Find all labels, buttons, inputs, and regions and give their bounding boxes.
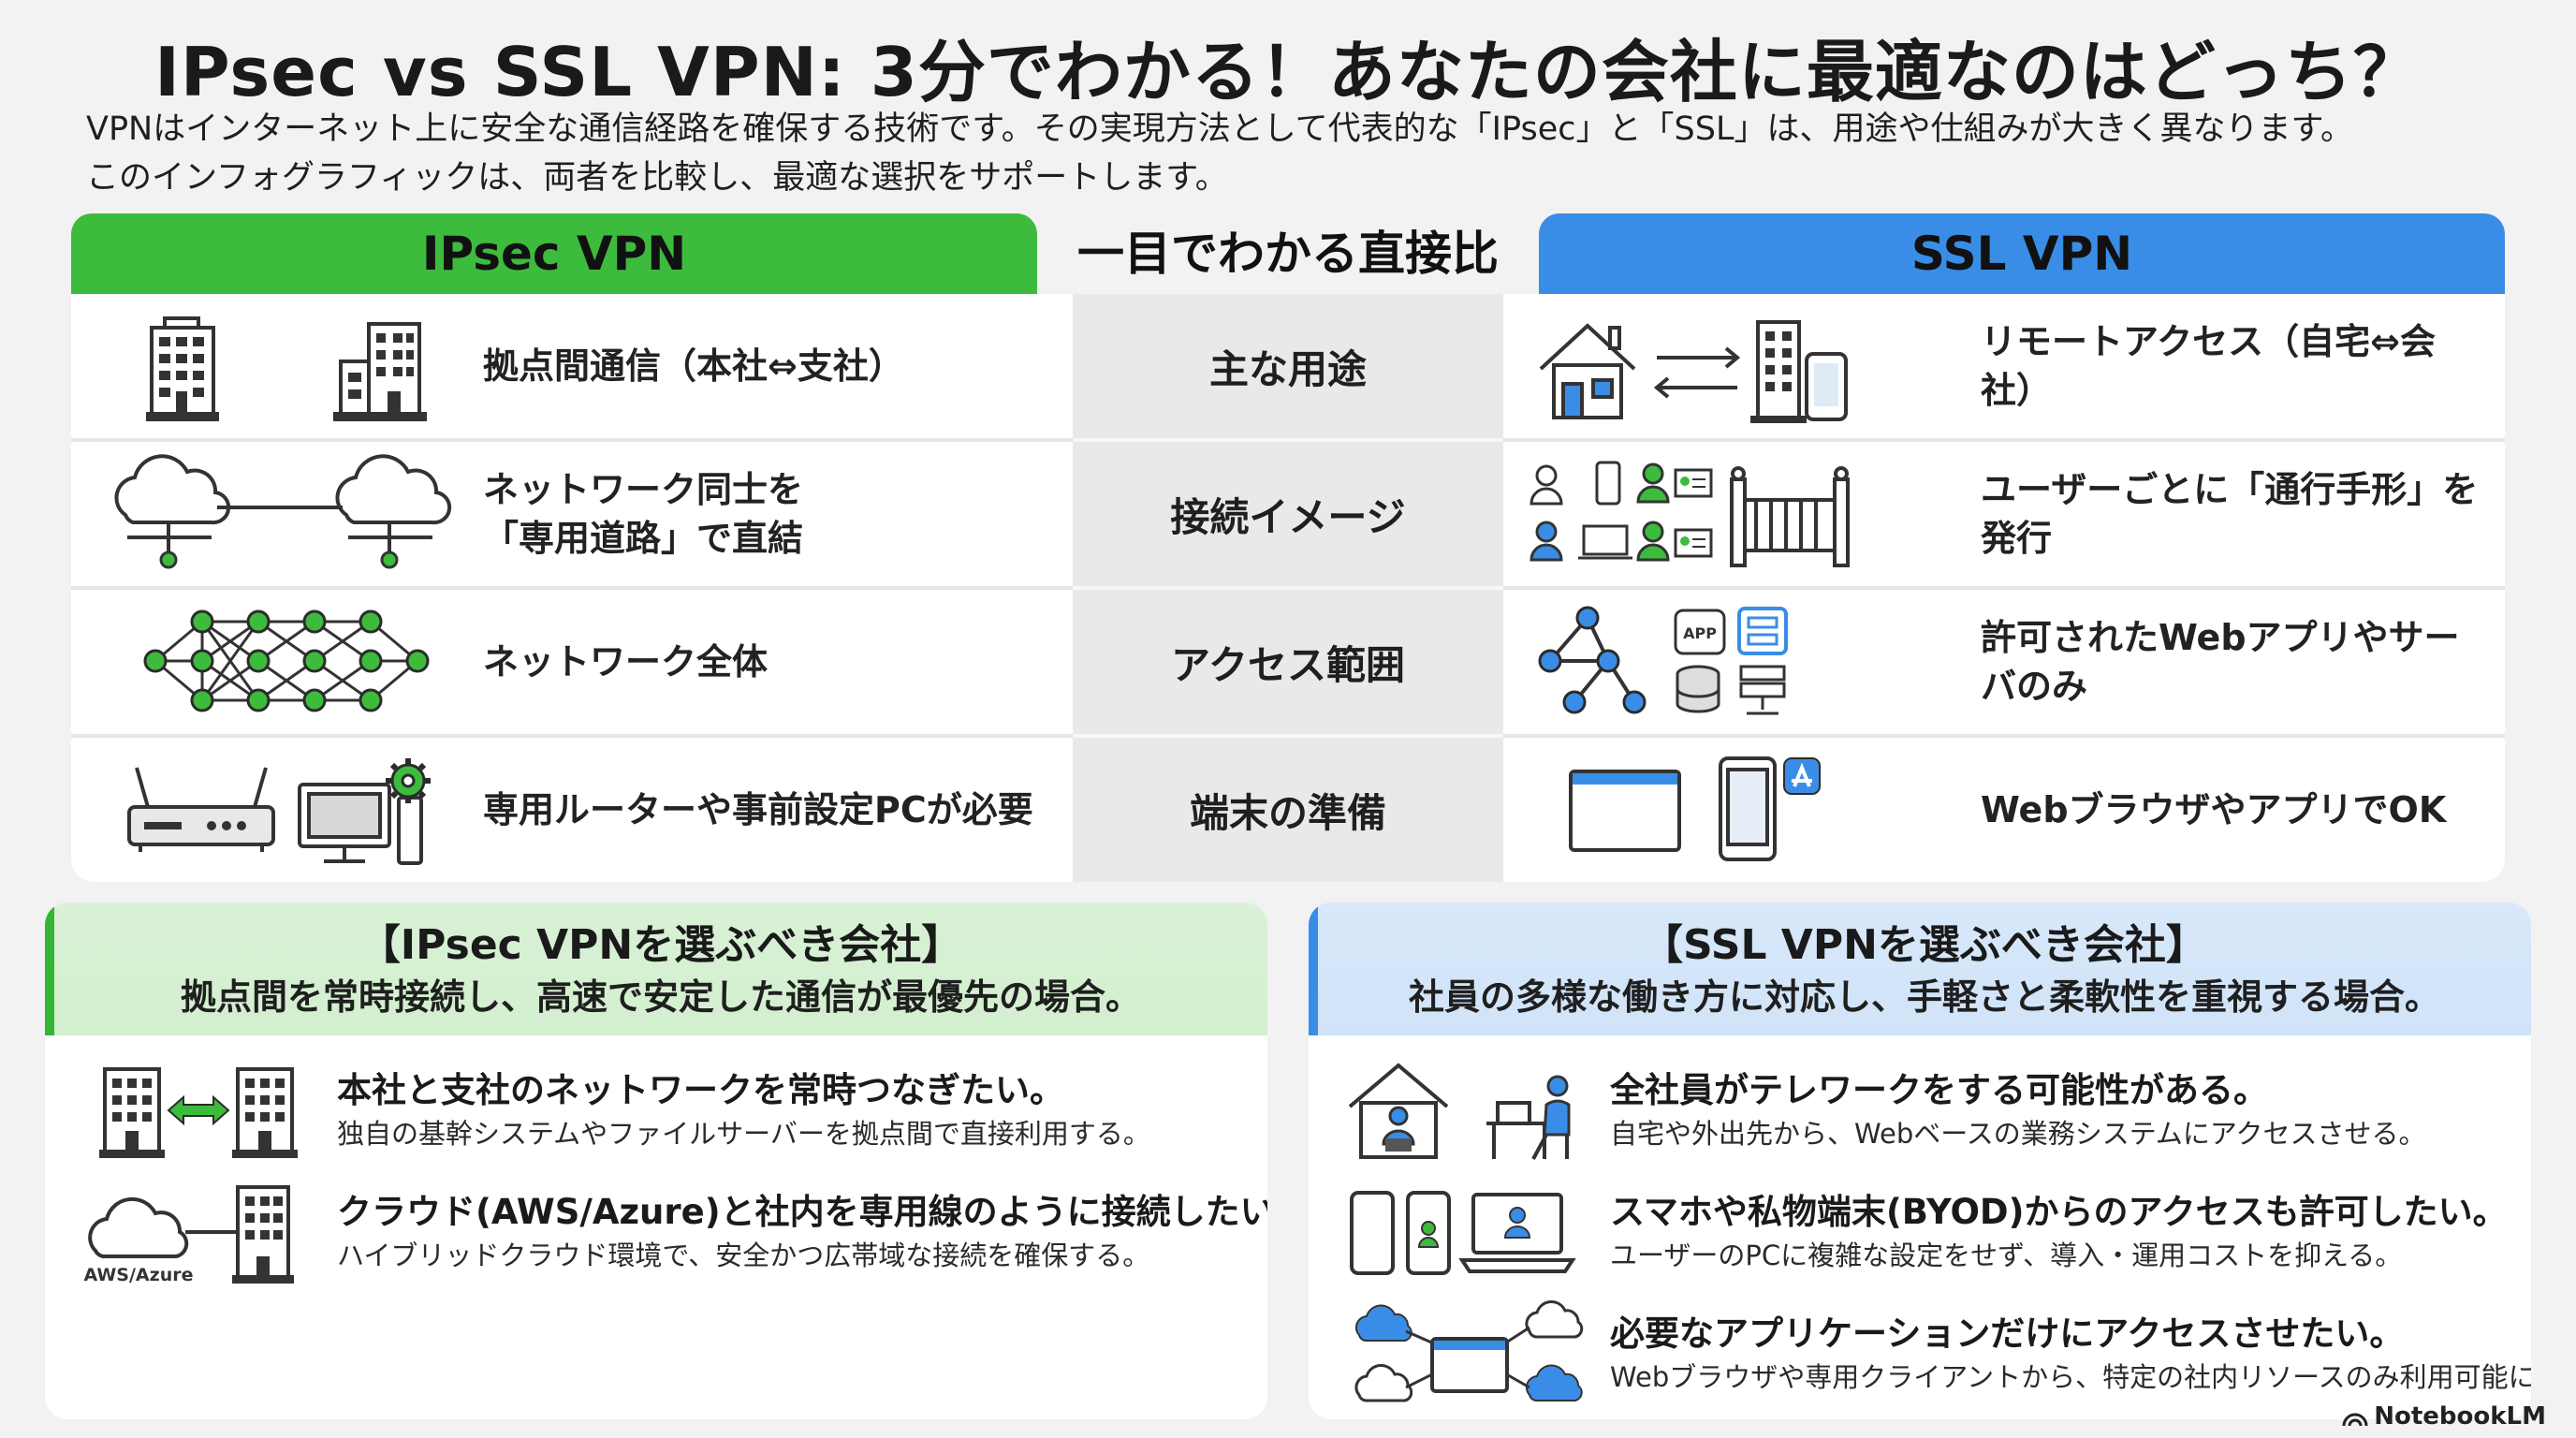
intro-line: VPNはインターネット上に安全な通信経路を確保する技術です。その実現方法として代… bbox=[86, 110, 2353, 148]
ssl-panel-heading: 【SSL VPNを選ぶべき会社】 bbox=[1642, 921, 2207, 969]
mesh-network-icon bbox=[143, 609, 430, 712]
ipsec-item-desc: ハイブリッドクラウド環境で、安全かつ広帯域な接続を確保する。 bbox=[337, 1240, 1150, 1271]
ssl-row-usage: リモートアクセス（自宅⇔会社） bbox=[1503, 294, 2505, 442]
intro-line: このインフォグラフィックは、両者を比較し、最適な選択をサポートします。 bbox=[86, 159, 1228, 197]
ipsec-item-desc: 独自の基幹システムやファイルサーバーを拠点間で直接利用する。 bbox=[337, 1118, 1150, 1150]
ipsec-column: 拠点間通信（本社⇔支社） bbox=[71, 294, 1073, 882]
ipsec-header: IPsec VPN bbox=[71, 213, 1037, 294]
ipsec-item-cloud: AWS/Azure クラウド(AWS/Azure)と社内を専用線のように接続した… bbox=[45, 1176, 1267, 1288]
ssl-item-title: 全社員がテレワークをする可能性がある。 bbox=[1610, 1070, 2268, 1110]
ssl-item-desc: ユーザーのPCに複雑な設定をせず、導入・運用コストを抑える。 bbox=[1610, 1240, 2403, 1271]
page-title: IPsec vs SSL VPN: 3分でわかる！あなたの会社に最適なのはどっち… bbox=[154, 33, 2422, 111]
ssl-item-telework: 全社員がテレワークをする可能性がある。 自宅や外出先から、Webベースの業務シス… bbox=[1309, 1054, 2531, 1167]
brand-logo-icon bbox=[2342, 1407, 2368, 1428]
ipsec-row-connection: ネットワーク同士を 「専用道路」で直結 bbox=[71, 442, 1073, 590]
ssl-panel-header: 【SSL VPNを選ぶべき会社】 社員の多様な働き方に対応し、手軽さと柔軟性を重… bbox=[1309, 902, 2531, 1035]
app-icon-label: APP bbox=[1683, 624, 1717, 642]
ssl-row-device: WebブラウザやアプリでOK bbox=[1503, 738, 2505, 882]
ipsec-device-text: 専用ルーターや事前設定PCが必要 bbox=[483, 789, 1033, 830]
users-gate-pass-icon bbox=[1530, 461, 1850, 567]
ipsec-connection-text-1: ネットワーク同士を bbox=[483, 469, 804, 510]
ssl-item-app-access: 必要なアプリケーションだけにアクセスさせたい。 Webブラウザや専用クライアント… bbox=[1309, 1298, 2531, 1410]
ipsec-row-device: 専用ルーターや事前設定PCが必要 bbox=[71, 738, 1073, 882]
ipsec-panel-subheading: 拠点間を常時接続し、高速で安定した通信が最優先の場合。 bbox=[180, 976, 1141, 1018]
byod-devices-icon bbox=[1350, 1191, 1576, 1275]
brand-name: NotebookLM bbox=[2374, 1402, 2546, 1431]
ssl-scope-text: 許可されたWebアプリやサーバのみ bbox=[1981, 617, 2460, 707]
ssl-connection-text: ユーザーごとに「通行手形」を発行 bbox=[1981, 469, 2479, 559]
ipsec-panel-header: 【IPsec VPNを選ぶべき会社】 拠点間を常時接続し、高速で安定した通信が最… bbox=[45, 902, 1267, 1035]
branch-link-icon bbox=[99, 1067, 298, 1158]
comparison-table: IPsec VPN 一目でわかる直接比較 SSL VPN bbox=[71, 213, 2505, 888]
ssl-panel-subheading: 社員の多様な働き方に対応し、手軽さと柔軟性を重視する場合。 bbox=[1408, 976, 2440, 1018]
ipsec-item-branch: 本社と支社のネットワークを常時つなぎたい。 独自の基幹システムやファイルサーバー… bbox=[45, 1054, 1267, 1167]
network-cloud-link-icon bbox=[114, 454, 452, 569]
ipsec-connection-text-2: 「専用道路」で直結 bbox=[483, 518, 804, 559]
category-usage: 主な用途 bbox=[1073, 294, 1503, 442]
home-office-exchange-icon bbox=[1539, 320, 1848, 423]
ipsec-panel-heading: 【IPsec VPNを選ぶべき会社】 bbox=[359, 921, 963, 969]
ssl-header: SSL VPN bbox=[1539, 213, 2505, 294]
ipsec-item-title: 本社と支社のネットワークを常時つなぎたい。 bbox=[337, 1070, 1064, 1110]
ipsec-row-scope: ネットワーク全体 bbox=[71, 590, 1073, 738]
category-column: 主な用途 接続イメージ アクセス範囲 端末の準備 bbox=[1073, 294, 1503, 882]
ipsec-item-title: クラウド(AWS/Azure)と社内を専用線のように接続したい。 bbox=[337, 1192, 1267, 1232]
cloud-office-icon: AWS/Azure bbox=[84, 1185, 294, 1285]
ssl-item-desc: 自宅や外出先から、Webベースの業務システムにアクセスさせる。 bbox=[1610, 1118, 2426, 1150]
ipsec-scope-text: ネットワーク全体 bbox=[483, 641, 768, 682]
ipsec-recommendation-panel: 【IPsec VPNを選ぶべき会社】 拠点間を常時接続し、高速で安定した通信が最… bbox=[45, 902, 1267, 1419]
app-server-access-icon: APP bbox=[1538, 606, 1788, 715]
aws-azure-label: AWS/Azure bbox=[84, 1265, 194, 1285]
brand-watermark: NotebookLM bbox=[2342, 1402, 2546, 1431]
comparison-header: 一目でわかる直接比較 bbox=[1077, 227, 1499, 361]
cloud-app-access-icon bbox=[1354, 1300, 1584, 1402]
ssl-item-byod: スマホや私物端末(BYOD)からのアクセスも許可したい。 ユーザーのPCに複雑な… bbox=[1309, 1176, 2531, 1288]
ssl-row-connection: ユーザーごとに「通行手形」を発行 bbox=[1503, 442, 2505, 590]
ssl-row-scope: APP 許可されたWebアプリやサーバのみ bbox=[1503, 590, 2505, 738]
ipsec-usage-text: 拠点間通信（本社⇔支社） bbox=[483, 345, 904, 387]
ssl-recommendation-panel: 【SSL VPNを選ぶべき会社】 社員の多様な働き方に対応し、手軽さと柔軟性を重… bbox=[1309, 902, 2531, 1419]
telework-icon bbox=[1348, 1063, 1571, 1160]
ssl-item-title: スマホや私物端末(BYOD)からのアクセスも許可したい。 bbox=[1610, 1192, 2508, 1232]
ipsec-row-usage: 拠点間通信（本社⇔支社） bbox=[71, 294, 1073, 442]
ssl-usage-text: リモートアクセス（自宅⇔会社） bbox=[1981, 321, 2436, 411]
category-connection: 接続イメージ bbox=[1073, 442, 1503, 590]
ssl-item-title: 必要なアプリケーションだけにアクセスさせたい。 bbox=[1610, 1313, 2405, 1354]
ssl-item-desc: Webブラウザや専用クライアントから、特定の社内リソースのみ利用可能にする。 bbox=[1610, 1361, 2531, 1393]
ssl-device-text: WebブラウザやアプリでOK bbox=[1981, 789, 2447, 830]
building-pair-icon bbox=[146, 316, 427, 421]
category-device: 端末の準備 bbox=[1189, 789, 1386, 836]
ssl-column: リモートアクセス（自宅⇔会社） bbox=[1503, 294, 2505, 882]
browser-phone-app-icon bbox=[1569, 756, 1821, 861]
router-pc-icon bbox=[127, 758, 431, 865]
category-scope: アクセス範囲 bbox=[1073, 590, 1503, 738]
intro-text: VPNはインターネット上に安全な通信経路を確保する技術です。その実現方法として代… bbox=[86, 105, 2482, 202]
